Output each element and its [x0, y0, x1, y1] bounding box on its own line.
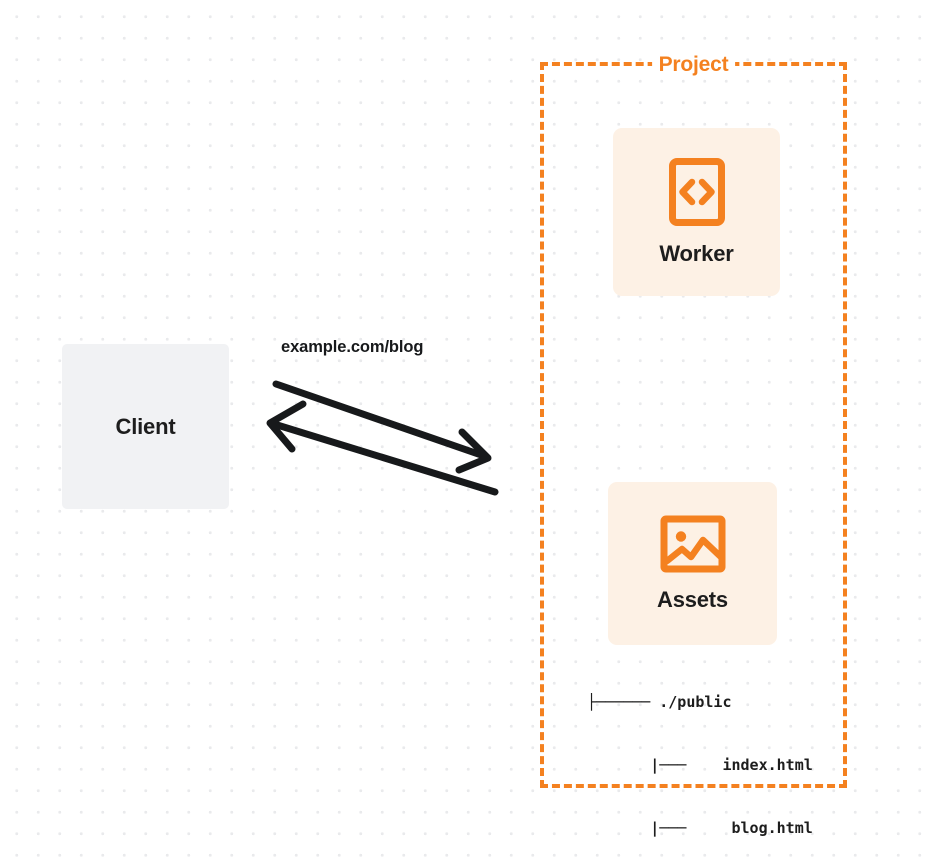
client-node[interactable]: Client — [62, 344, 229, 509]
code-brackets-icon — [668, 157, 726, 227]
file-tree: ├────── ./public |─── index.html |─── bl… — [587, 650, 813, 860]
file-tree-row: |─── index.html — [587, 756, 813, 774]
assets-label: Assets — [657, 586, 728, 612]
image-icon — [660, 515, 726, 573]
assets-node[interactable]: Assets — [608, 482, 777, 645]
project-container: Project — [540, 53, 847, 788]
request-url-label: example.com/blog — [281, 338, 424, 356]
project-label: Project — [651, 53, 736, 77]
client-label: Client — [115, 413, 176, 439]
file-tree-row: ├────── ./public — [587, 693, 732, 711]
request-arrow — [272, 380, 492, 474]
worker-node[interactable]: Worker — [613, 128, 780, 296]
file-tree-row: |─── blog.html — [587, 819, 813, 837]
worker-label: Worker — [659, 241, 734, 266]
response-arrow — [266, 400, 499, 496]
